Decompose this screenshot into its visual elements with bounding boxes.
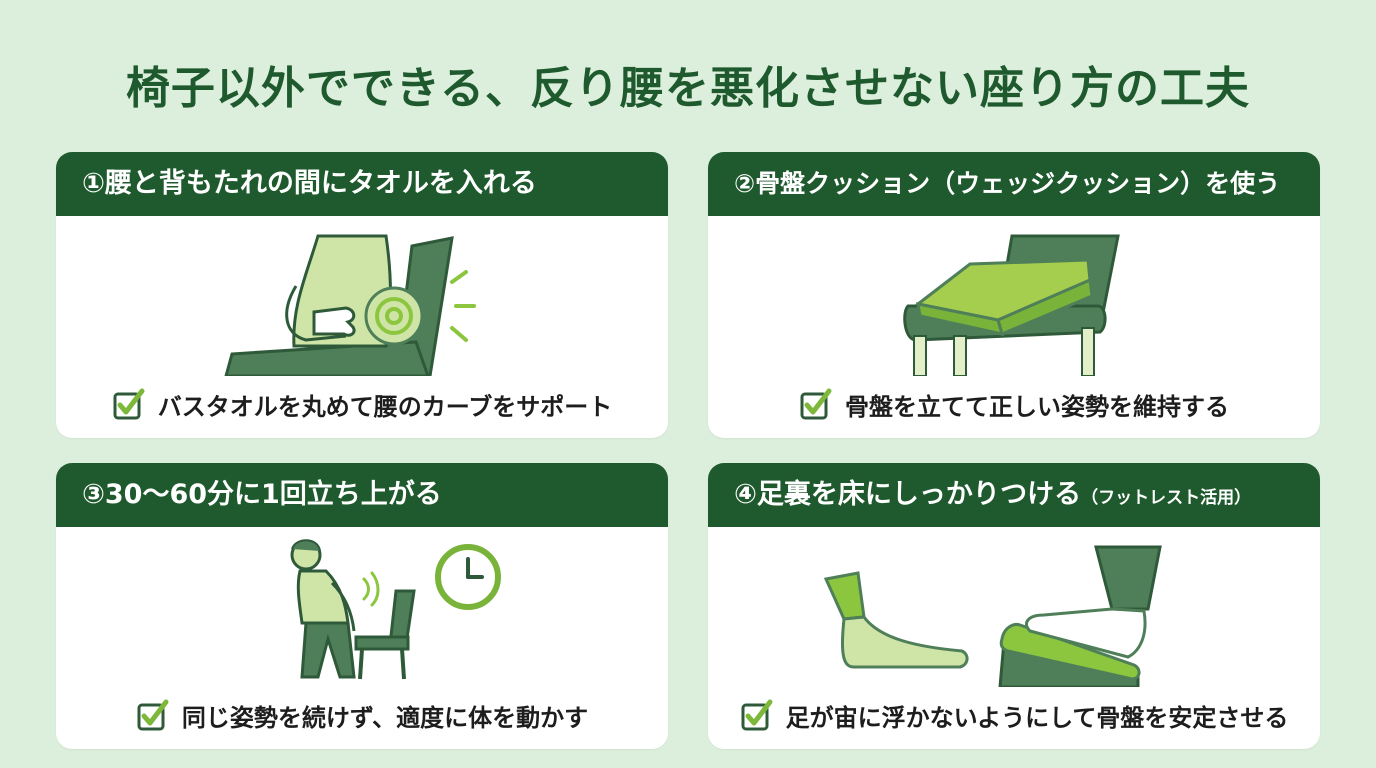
- tip-text: バスタオルを丸めて腰のカーブをサポート: [157, 392, 613, 421]
- card-header: ②骨盤クッション（ウェッジクッション）を使う: [708, 152, 1320, 216]
- card-heading: 腰と背もたれの間にタオルを入れる: [104, 168, 537, 199]
- tip-card-wedge-cushion: ②骨盤クッション（ウェッジクッション）を使う 骨盤を立てて正しい姿勢を維持する: [708, 152, 1320, 438]
- tip-row: 骨盤を立てて正しい姿勢を維持する: [708, 382, 1320, 426]
- tip-text: 同じ姿勢を続けず、適度に体を動かす: [181, 703, 589, 732]
- tip-row: 同じ姿勢を続けず、適度に体を動かす: [56, 693, 668, 737]
- check-box-icon: [113, 388, 145, 420]
- card-heading: 足裏を床にしっかりつける: [756, 479, 1082, 510]
- card-header: ③30〜60分に1回立ち上がる: [56, 463, 668, 527]
- card-heading: 30〜60分に1回立ち上がる: [104, 479, 442, 510]
- check-box-icon: [800, 388, 832, 420]
- card-number: ④: [734, 479, 757, 510]
- footrest-feet-icon: [823, 545, 1162, 687]
- card-number: ②: [734, 169, 756, 198]
- tip-card-stand-up: ③30〜60分に1回立ち上がる 同じ姿勢を続けず、適度に体を動かす: [56, 463, 668, 749]
- tip-card-towel: ①腰と背もたれの間にタオルを入れる バスタオルを丸めて腰のカーブをサポート: [56, 152, 668, 438]
- tip-row: 足が宙に浮かないようにして骨盤を安定させる: [708, 693, 1320, 737]
- standing-person-clock-icon: [290, 539, 501, 680]
- card-number: ①: [82, 168, 105, 199]
- wedge-cushion-chair-icon: [903, 234, 1120, 376]
- card-header: ④足裏を床にしっかりつける（フットレスト活用）: [708, 463, 1320, 527]
- check-box-icon: [137, 699, 169, 731]
- tip-row: バスタオルを丸めて腰のカーブをサポート: [56, 382, 668, 426]
- tip-text: 骨盤を立てて正しい姿勢を維持する: [845, 392, 1229, 421]
- tip-text: 足が宙に浮かないようにして骨盤を安定させる: [785, 703, 1289, 732]
- check-box-icon: [741, 699, 773, 731]
- towel-lumbar-support-icon: [224, 234, 476, 376]
- card-heading-sub: （フットレスト活用）: [1081, 488, 1252, 508]
- card-number: ③: [82, 479, 105, 510]
- tip-card-footrest: ④足裏を床にしっかりつける（フットレスト活用） 足が宙に浮かないようにして骨盤を…: [708, 463, 1320, 749]
- card-header: ①腰と背もたれの間にタオルを入れる: [56, 152, 668, 216]
- page-title: 椅子以外でできる、反り腰を悪化させない座り方の工夫: [125, 63, 1251, 114]
- card-heading: 骨盤クッション（ウェッジクッション）を使う: [755, 169, 1281, 198]
